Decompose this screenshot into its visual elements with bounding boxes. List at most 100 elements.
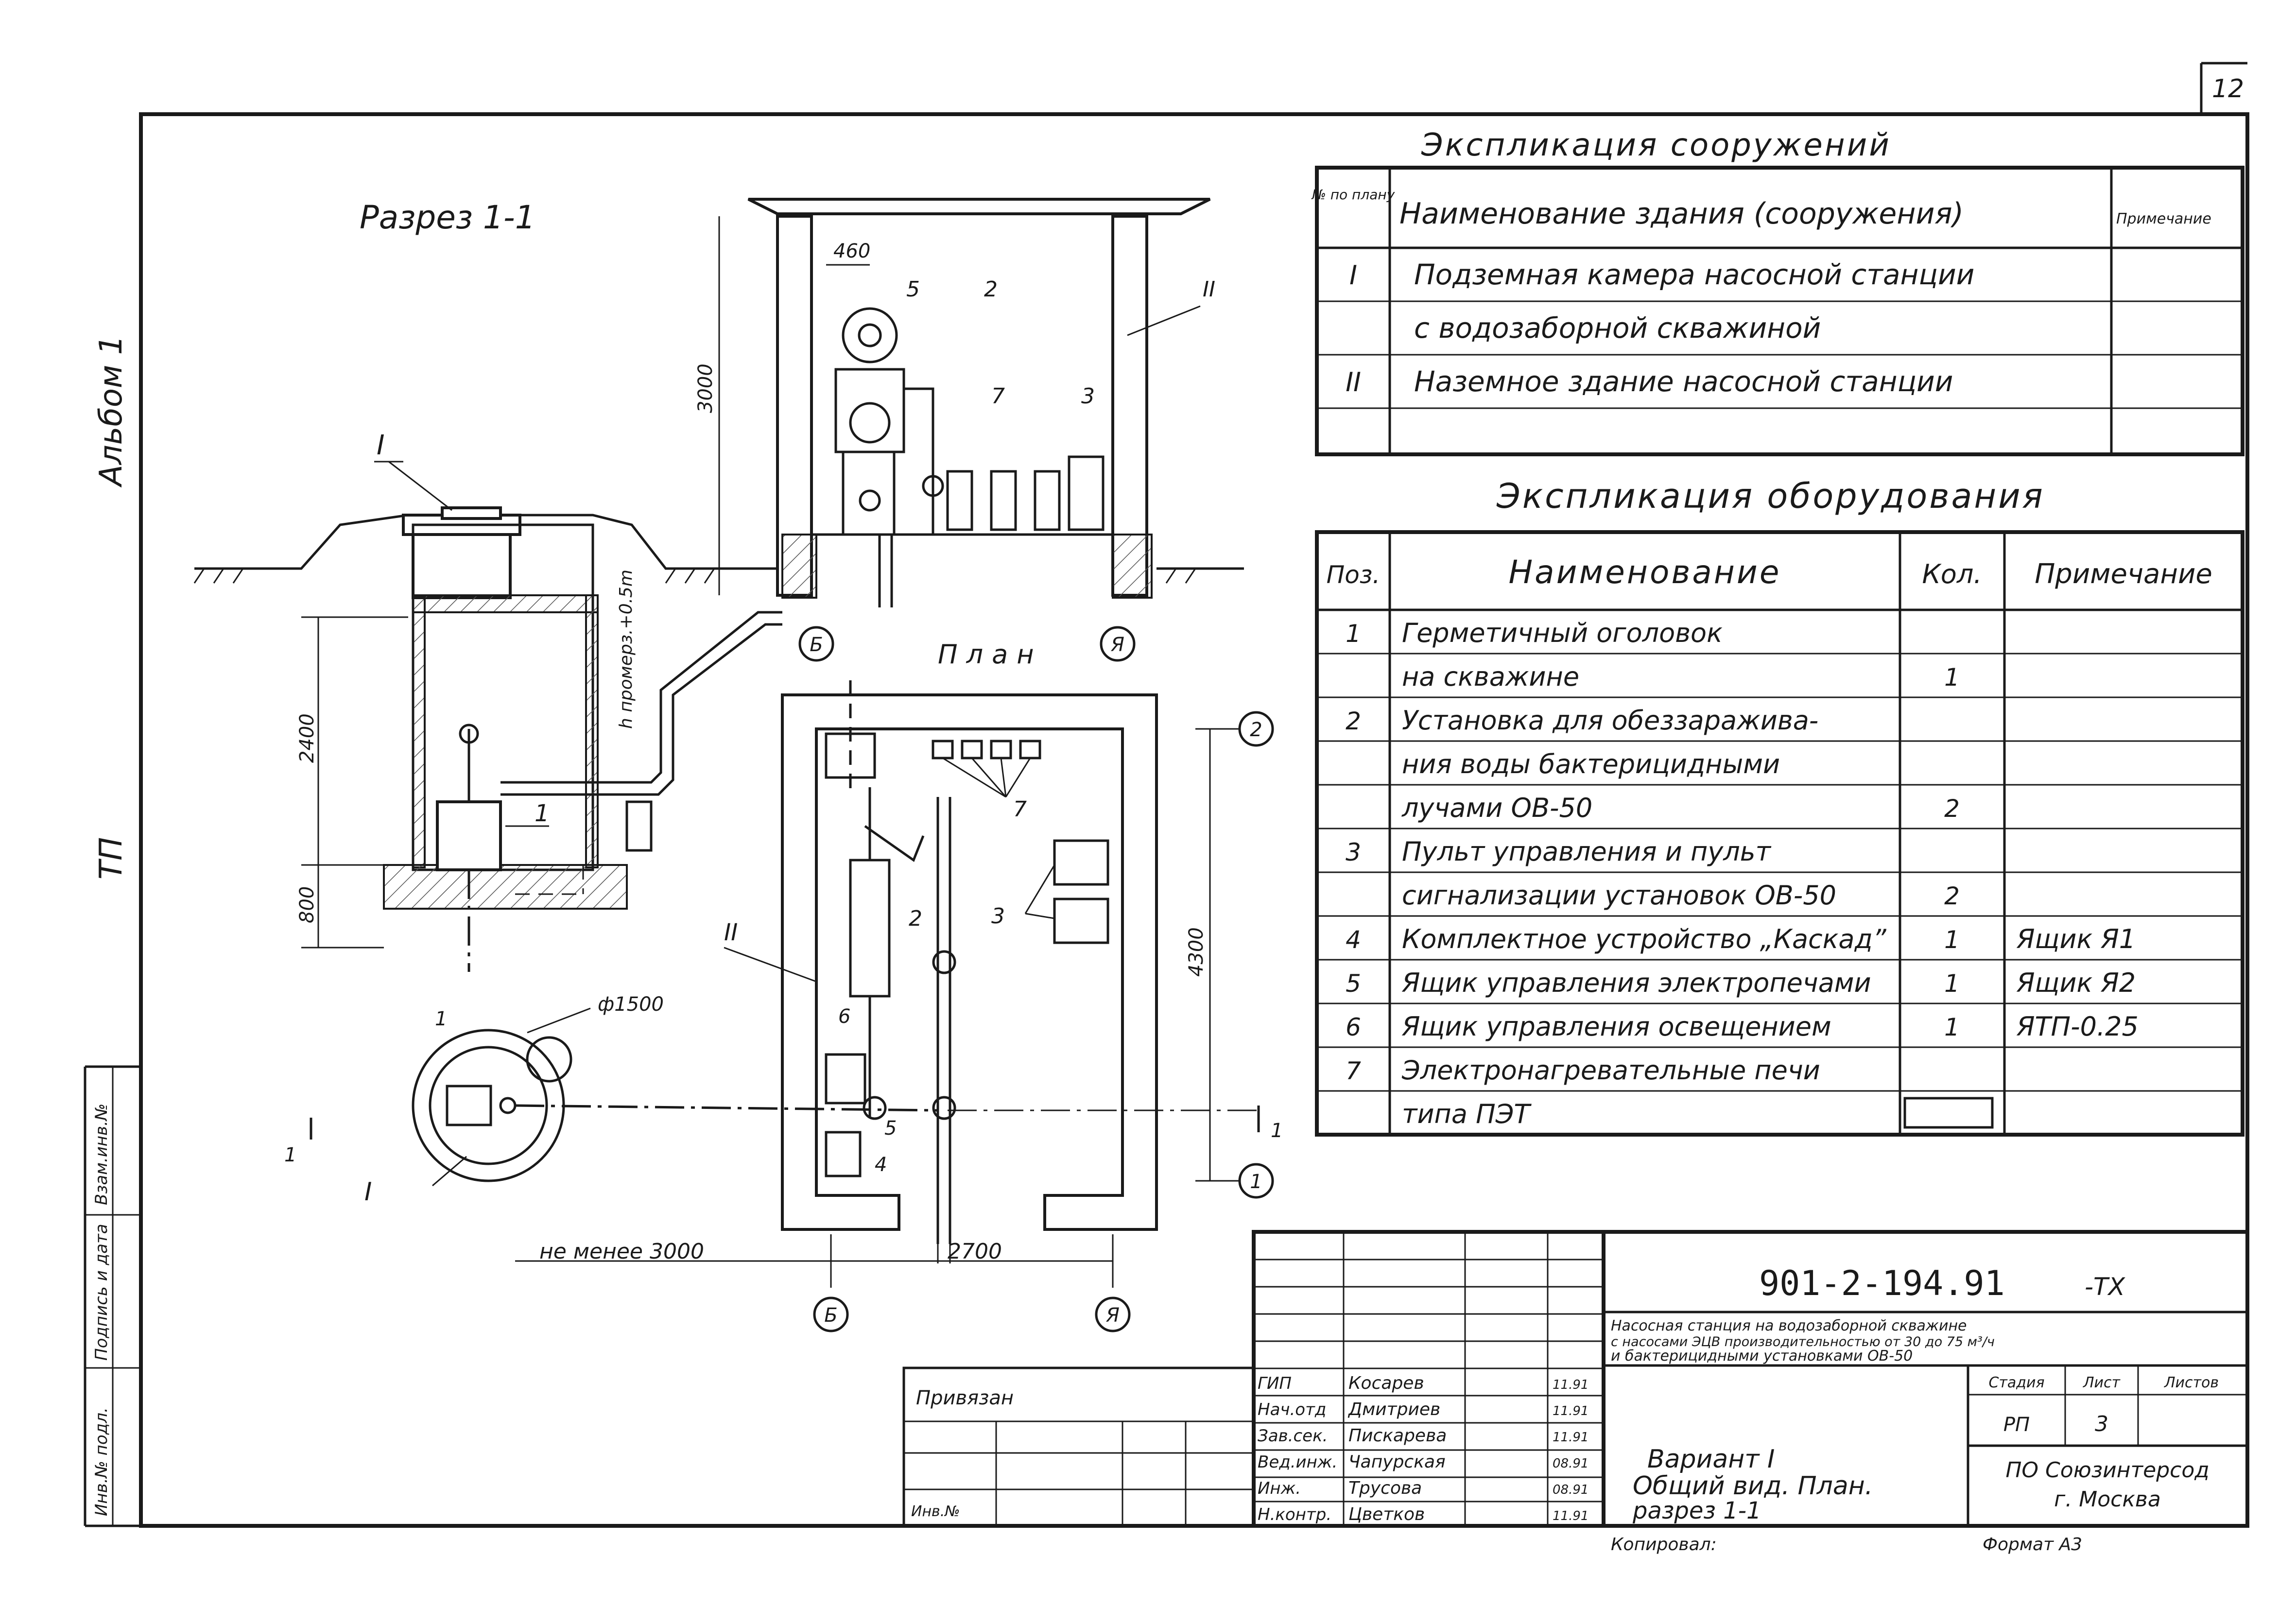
freeze-depth: h промерз.+0.5m bbox=[616, 570, 636, 729]
cut-mark-right: 1 bbox=[1271, 1120, 1283, 1142]
equipment-row-name: Комплектное устройство „Каскад” bbox=[1402, 924, 1887, 954]
equipment-row-pos: 6 bbox=[1346, 1013, 1361, 1041]
person-name: Трусова bbox=[1348, 1478, 1422, 1498]
title-block bbox=[902, 1230, 2249, 1528]
structures-row-name: Наземное здание насосной станции bbox=[1414, 365, 1953, 398]
person-date: 08.91 bbox=[1553, 1456, 1588, 1471]
desc-line-1: Насосная станция на водозаборной скважин… bbox=[1611, 1317, 1967, 1334]
structures-title: Экспликация сооружений bbox=[1421, 127, 1891, 163]
pos1-section: 1 bbox=[535, 800, 550, 827]
leader-II-plan bbox=[724, 947, 817, 983]
axis-B-plan: Б bbox=[824, 1304, 837, 1327]
equipment-row-name: Электронагревательные печи bbox=[1401, 1055, 1820, 1086]
person-date: 11.91 bbox=[1553, 1509, 1588, 1523]
person-role: ГИП bbox=[1258, 1374, 1292, 1393]
pos5-plan: 5 bbox=[884, 1117, 897, 1140]
axis-Ya-section: Я bbox=[1110, 634, 1124, 656]
equipment-row-qty: 2 bbox=[1944, 795, 1960, 823]
label-I-plan: I bbox=[364, 1177, 372, 1207]
equipment-row-name: Установка для обеззаражива- bbox=[1402, 705, 1818, 736]
axis-1-plan: 1 bbox=[1250, 1171, 1262, 1193]
equipment-row-qty: 1 bbox=[1944, 926, 1960, 954]
person-name: Косарев bbox=[1348, 1373, 1424, 1393]
equipment-header-pos: Поз. bbox=[1327, 561, 1381, 589]
pos5-section: 5 bbox=[906, 277, 920, 302]
axis-B-section: Б bbox=[810, 634, 823, 656]
structures-row-num: I bbox=[1349, 260, 1357, 291]
person-date: 11.91 bbox=[1553, 1404, 1588, 1418]
page-number: 12 bbox=[2212, 74, 2244, 104]
equipment-row-name: Пульт управления и пульт bbox=[1402, 836, 1772, 867]
dim-not-less: не менее 3000 bbox=[539, 1239, 704, 1264]
axis-bubbles-section bbox=[798, 626, 1136, 662]
inv-label: Инв.№ bbox=[911, 1503, 960, 1520]
structures-header-name: Наименование здания (сооружения) bbox=[1399, 197, 1964, 231]
person-date: 08.91 bbox=[1553, 1483, 1588, 1497]
person-name: Пискарева bbox=[1348, 1426, 1447, 1446]
label-I-section: I bbox=[377, 430, 385, 461]
person-name: Цветков bbox=[1348, 1504, 1425, 1524]
equipment-row-name: ния воды бактерицидными bbox=[1402, 749, 1780, 779]
person-name: Дмитриев bbox=[1347, 1400, 1440, 1419]
dim-2700: 2700 bbox=[948, 1239, 1002, 1264]
org-line-2: г. Москва bbox=[2054, 1487, 2161, 1512]
person-name: Чапурская bbox=[1348, 1452, 1446, 1472]
plan-dims bbox=[515, 728, 1239, 1288]
format-label: Формат А3 bbox=[1983, 1535, 2082, 1555]
drawing-title-1: Вариант I bbox=[1647, 1445, 1775, 1474]
equipment-row-note: Ящик Я1 bbox=[2016, 924, 2136, 954]
structures-row-num: II bbox=[1346, 367, 1361, 397]
axis-bubbles-plan bbox=[813, 711, 1274, 1332]
section-dims bbox=[301, 616, 408, 949]
drawing-suffix: -ТХ bbox=[2085, 1273, 2126, 1301]
structures-header-num: № по плану bbox=[1311, 187, 1395, 203]
equipment-row-pos: 1 bbox=[1346, 620, 1361, 648]
equipment-row-name: лучами ОВ-50 bbox=[1401, 793, 1592, 823]
tp-label: ТП bbox=[93, 837, 129, 880]
person-role: Вед.инж. bbox=[1258, 1452, 1337, 1472]
drawing-code: 901-2-194.91 bbox=[1759, 1263, 2005, 1303]
dim-4300: 4300 bbox=[1185, 927, 1208, 977]
equipment-row-pos: 7 bbox=[1346, 1057, 1361, 1085]
drawing-title-3: разрез 1-1 bbox=[1632, 1497, 1761, 1524]
structures-rows: I Подземная камера насосной станции с во… bbox=[1346, 258, 1974, 398]
dim-3000: 3000 bbox=[694, 363, 717, 413]
plan-title: План bbox=[938, 639, 1043, 670]
equipment-row-pos: 2 bbox=[1346, 707, 1361, 735]
equipment-row-note: ЯТП-0.25 bbox=[2016, 1011, 2139, 1042]
desc-line-3: и бактерицидными установками ОВ-50 bbox=[1611, 1348, 1913, 1365]
equipment-row-pos: 4 bbox=[1346, 926, 1361, 954]
plan-view bbox=[781, 680, 1158, 1263]
drawing-title-2: Общий вид. План. bbox=[1633, 1471, 1873, 1501]
desc-line-2: с насосами ЭЦВ производительностью от 30… bbox=[1611, 1334, 1995, 1349]
pos3-section: 3 bbox=[1081, 384, 1095, 409]
pumphouse-section bbox=[747, 198, 1211, 607]
equipment-row-name: Герметичный оголовок bbox=[1402, 618, 1723, 648]
equipment-row-pos: 3 bbox=[1346, 838, 1361, 866]
equipment-row-name: Ящик управления освещением bbox=[1401, 1011, 1831, 1042]
structures-row-name: Подземная камера насосной станции bbox=[1414, 258, 1974, 291]
dim-460: 460 bbox=[833, 240, 870, 262]
pos2-plan: 2 bbox=[909, 906, 922, 931]
pos3-plan: 3 bbox=[991, 904, 1005, 929]
equipment-row-name: типа ПЭТ bbox=[1402, 1099, 1532, 1129]
cut-mark-left: 1 bbox=[284, 1144, 296, 1166]
equipment-header-name: Наименование bbox=[1509, 553, 1781, 591]
pos2-section: 2 bbox=[984, 277, 998, 302]
dim-800: 800 bbox=[296, 886, 318, 923]
equipment-table bbox=[1315, 530, 2244, 1137]
axis-2-plan: 2 bbox=[1250, 719, 1262, 741]
stage-value: РП bbox=[2003, 1414, 2030, 1436]
structures-row-name: с водозаборной скважиной bbox=[1414, 311, 1821, 345]
person-role: Инж. bbox=[1258, 1479, 1301, 1498]
equipment-row-qty: 1 bbox=[1944, 663, 1960, 691]
pos7-section: 7 bbox=[991, 384, 1005, 409]
album-label: Альбом 1 bbox=[93, 335, 129, 488]
equipment-row-name: на скважине bbox=[1402, 661, 1579, 692]
equipment-row-qty: 1 bbox=[1944, 1013, 1960, 1041]
equipment-row-qty: 2 bbox=[1944, 882, 1960, 910]
bound-label: Привязан bbox=[916, 1387, 1014, 1409]
equipment-header-qty: Кол. bbox=[1922, 559, 1982, 589]
